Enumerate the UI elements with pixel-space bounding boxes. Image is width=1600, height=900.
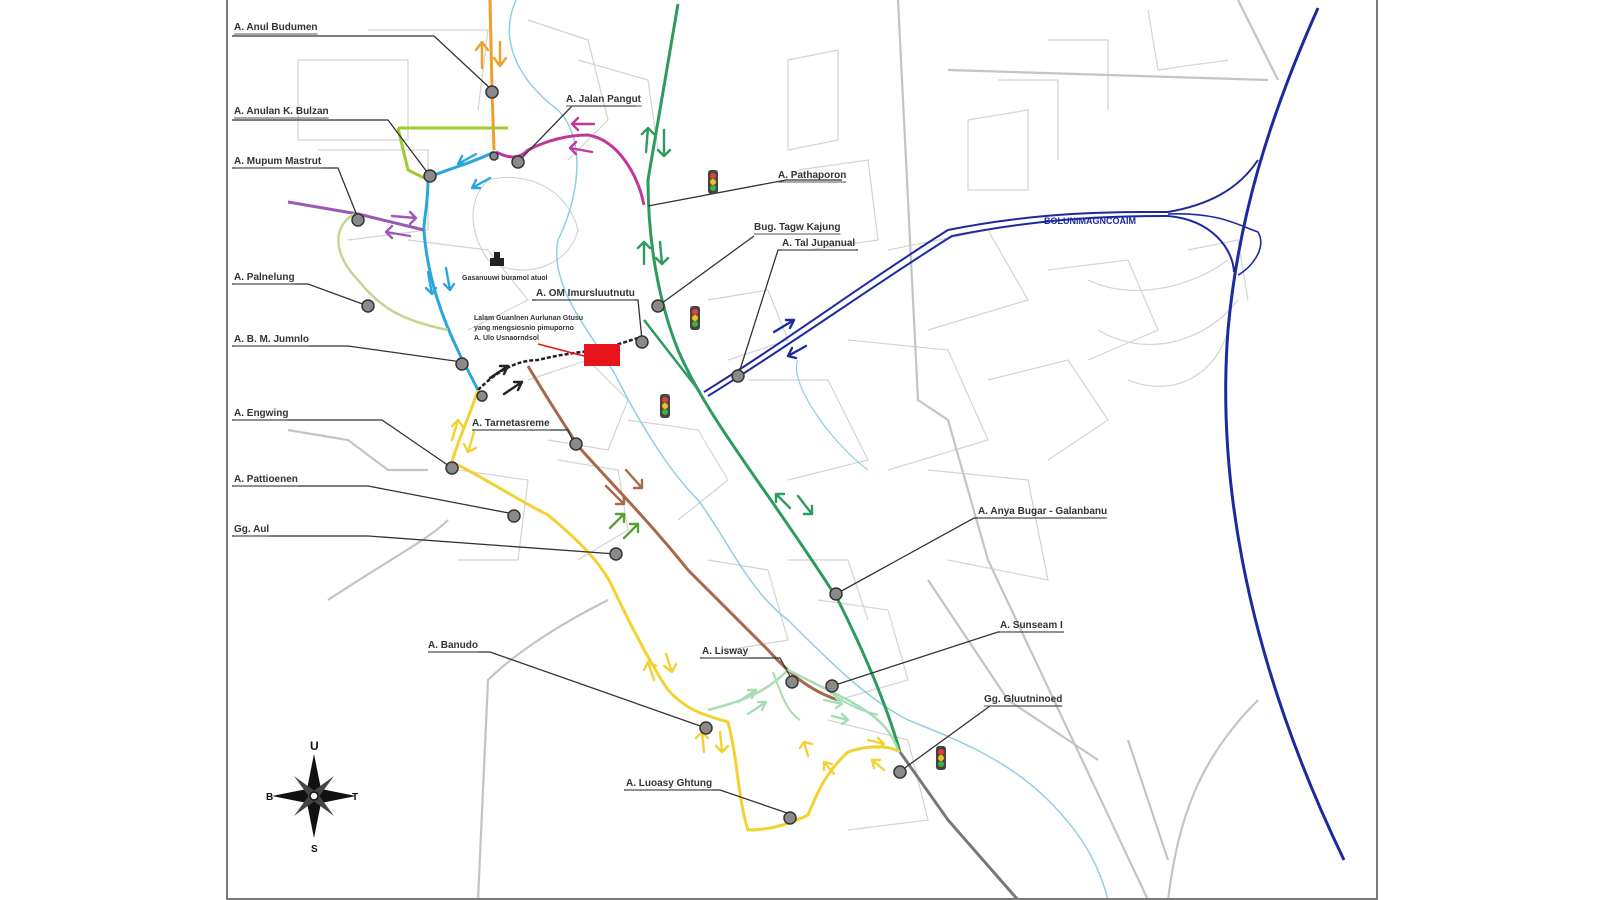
- traffic-light-icon[interactable]: [708, 170, 718, 194]
- street-label: A. Tarnetasreme: [472, 418, 550, 429]
- monument-icon: [490, 252, 504, 266]
- street-label: A. Engwing: [234, 408, 288, 419]
- street-label: A. Anya Bugar - Galanbanu: [978, 506, 1107, 517]
- compass-south: S: [311, 844, 318, 855]
- river: [508, 0, 1109, 898]
- compass-west: B: [266, 792, 273, 803]
- traffic-light-icon[interactable]: [660, 394, 670, 418]
- route-yellow[interactable]: [450, 389, 901, 832]
- street-label: A. Pathaporon: [778, 170, 846, 181]
- highway-label: BOLUNIMAGNCOAIM: [1044, 216, 1136, 226]
- street-label: Gg. Gluutninoed: [984, 694, 1062, 705]
- street-label: A. Lisway: [702, 646, 749, 657]
- route-grey[interactable]: [898, 751, 1019, 900]
- route-map[interactable]: A. Anul Budumen A. Anulan K. Bulzan A. M…: [228, 0, 1378, 900]
- compass-east: T: [352, 792, 358, 803]
- street-label: A. Luoasy Ghtung: [626, 778, 712, 789]
- traffic-light-icon[interactable]: [690, 306, 700, 330]
- callout-lines: [232, 35, 1106, 815]
- route-green[interactable]: [646, 3, 902, 753]
- route-olive[interactable]: [337, 212, 449, 332]
- route-lime[interactable]: [396, 126, 508, 180]
- street-label: Gg. Aul: [234, 524, 269, 535]
- street-label: A. B. M. Jumnlo: [234, 334, 309, 345]
- route-magenta[interactable]: [495, 133, 646, 206]
- closure-note-line-1: Lalam Guanlnen Aurlunan Gtusu: [474, 315, 583, 322]
- traffic-light-icon[interactable]: [936, 746, 946, 770]
- street-label: A. Banudo: [428, 640, 478, 651]
- closure-note-line-2: yang mengsiosnio pimuporno: [474, 325, 574, 332]
- closure-note-line-3: A. Ulo Usnaorndsol: [474, 335, 539, 342]
- route-black[interactable]: [477, 336, 639, 391]
- street-label: A. Pattioenen: [234, 474, 298, 485]
- landmark-label: Gasanuuwi buramol atuol: [462, 275, 548, 282]
- street-label: A. OM Imursluutnutu: [536, 288, 635, 299]
- junction-nodes[interactable]: [351, 85, 907, 825]
- route-green-spur[interactable]: [643, 319, 701, 393]
- map-frame[interactable]: A. Anul Budumen A. Anulan K. Bulzan A. M…: [226, 0, 1378, 900]
- street-label: A. Palnelung: [234, 272, 295, 283]
- street-label: A. Tal Jupanual: [782, 238, 855, 249]
- street-label: Bug. Tagw Kajung: [754, 222, 840, 233]
- street-label: A. Sunseam I: [1000, 620, 1063, 631]
- street-labels: A. Anul Budumen A. Anulan K. Bulzan A. M…: [234, 22, 1136, 791]
- street-network: [287, 0, 1279, 898]
- compass-north: U: [310, 739, 319, 753]
- route-brown[interactable]: [526, 365, 839, 702]
- highway[interactable]: [703, 7, 1346, 861]
- street-label: A. Anulan K. Bulzan: [234, 106, 329, 117]
- compass-rose-icon: U S T B: [266, 739, 358, 855]
- street-label: A. Anul Budumen: [234, 22, 318, 33]
- street-label: A. Jalan Pangut: [566, 94, 642, 105]
- river-branch: [795, 359, 869, 471]
- street-label: A. Mupum Mastrut: [234, 156, 322, 167]
- road-closure-icon[interactable]: [537, 343, 620, 366]
- route-blue[interactable]: [422, 150, 495, 391]
- direction-arrows: [384, 40, 886, 776]
